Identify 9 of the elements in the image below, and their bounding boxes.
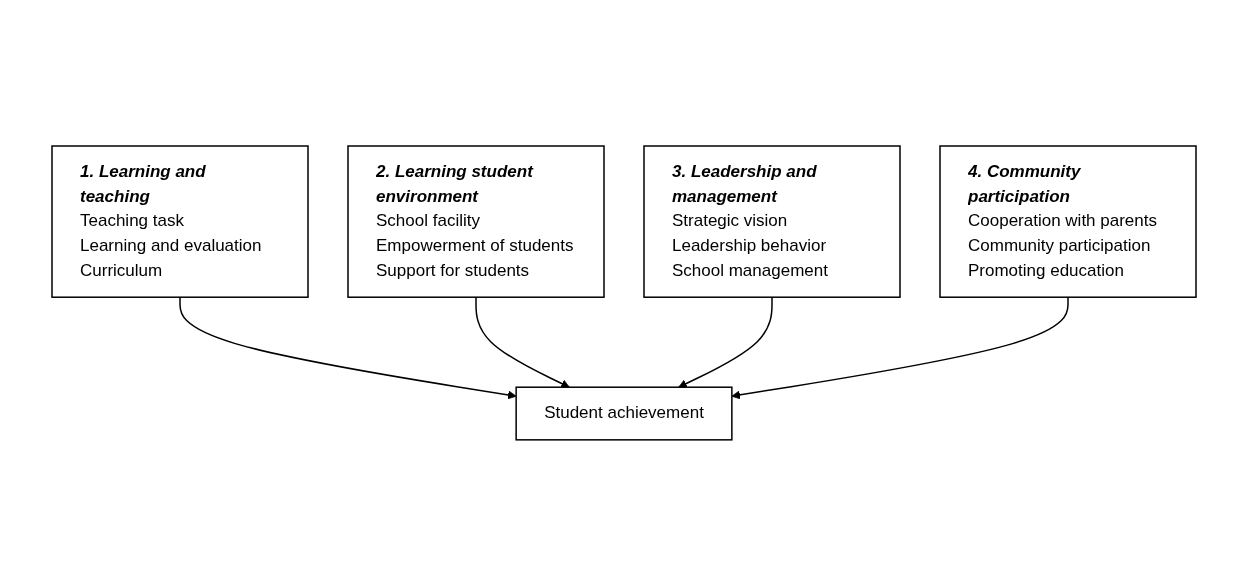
node-box: 2. Learning student environment School facility Empowerment of students Support for students [347, 145, 605, 299]
arrow [475, 296, 570, 388]
arrow [179, 296, 517, 400]
arrow [678, 296, 773, 388]
node-box: 3. Leadership and management Strategic vision Leadership behavior School management [643, 145, 901, 299]
node-box: 4. Community participation Cooperation with parents Community participation Promoting education [939, 145, 1197, 299]
node-box: Student achievement [515, 386, 733, 441]
arrow [731, 296, 1069, 400]
node-box: 1. Learning and teaching Teaching task Learning and evaluation Curriculum [51, 145, 309, 299]
